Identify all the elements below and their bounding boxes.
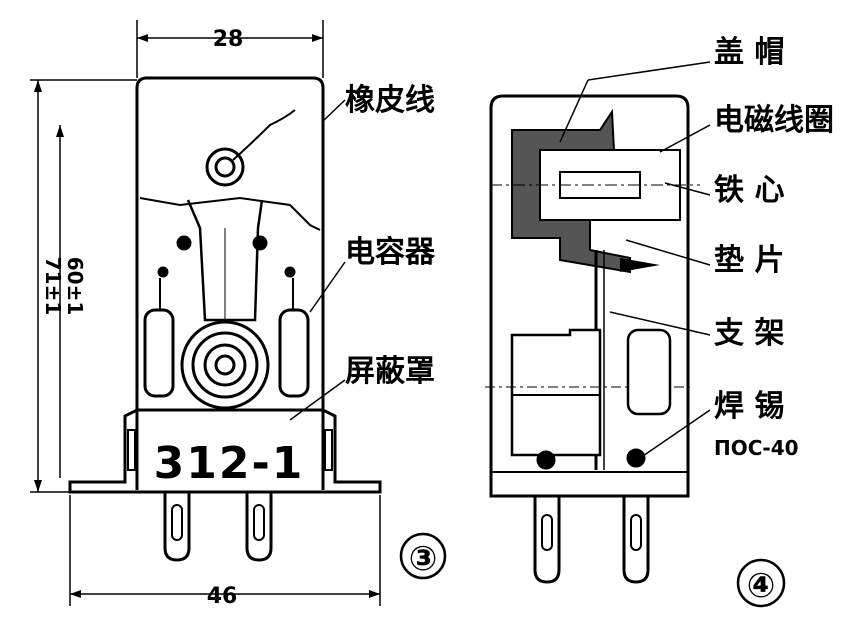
figure-4-number: ④ [747,566,776,606]
figure-3-number: ③ [409,539,438,579]
label-bracket: 支 架 [714,316,784,351]
figure-3-front-view [30,20,447,606]
label-spacer: 垫 片 [714,243,784,278]
label-rubber-wire: 橡皮线 [345,83,435,118]
label-iron-core: 铁 心 [714,173,784,208]
dim-bottom-width: 46 [207,584,238,609]
label-coil: 电磁线圈 [714,103,834,138]
figure-4-section-view [485,61,786,608]
label-shield-cover: 屏蔽罩 [345,354,435,389]
dim-top-width: 28 [213,27,244,52]
body-marking: 312-1 [154,438,305,489]
label-solder: 焊 锡 [714,389,784,424]
label-capacitor: 电容器 [345,235,436,270]
dim-inner-height: 60±1 [63,257,87,316]
dim-outer-height: 71±1 [41,257,65,316]
label-cap-nut: 盖 帽 [714,35,784,70]
label-solder-spec: ПОС-40 [714,436,799,460]
